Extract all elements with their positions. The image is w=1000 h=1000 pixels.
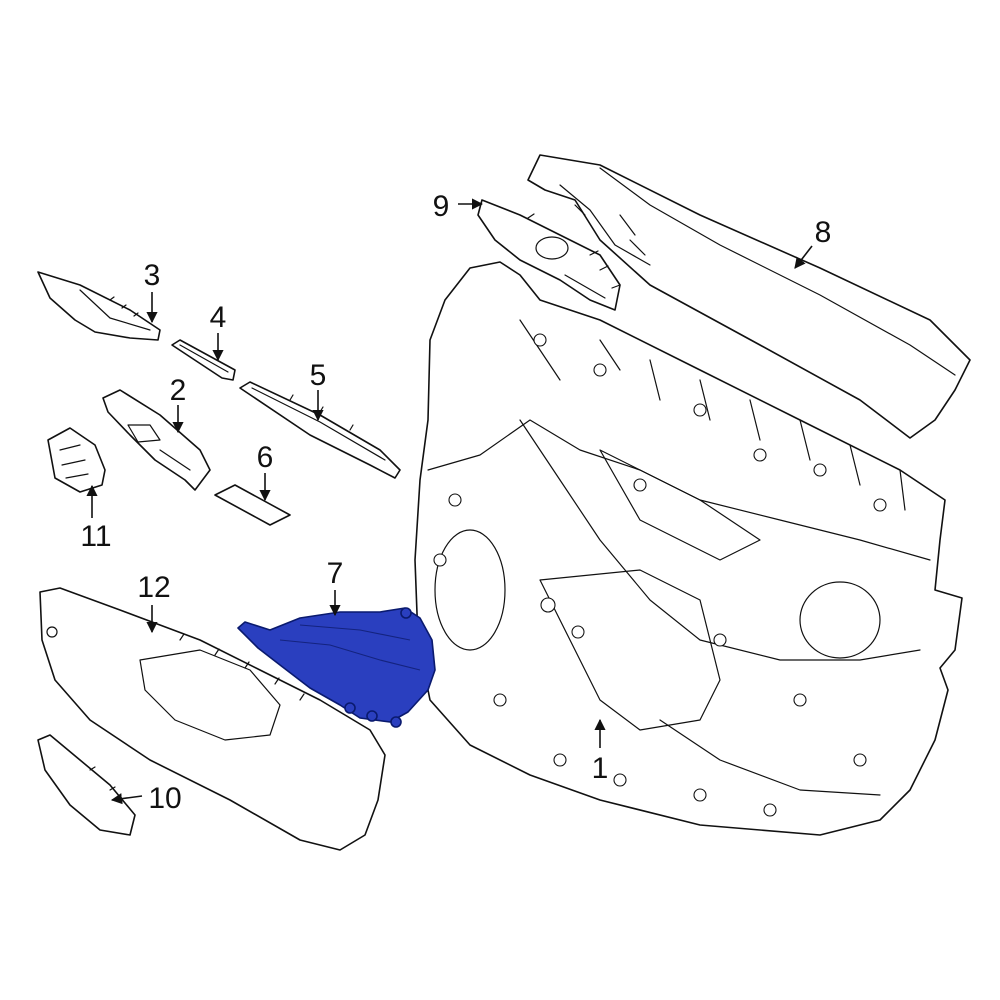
part-12-lower-trim-panel[interactable] — [39, 587, 386, 851]
callout-9: 9 — [433, 190, 450, 223]
callout-1: 1 — [592, 752, 609, 785]
leader-lines — [86, 198, 813, 805]
callout-6: 6 — [257, 441, 274, 474]
part-4-small-strip[interactable] — [171, 339, 236, 381]
part-2-switch-panel[interactable] — [102, 389, 211, 491]
callout-labels: 1 2 3 4 5 6 7 8 9 10 11 12 — [80, 190, 831, 815]
leader-10 — [110, 793, 143, 805]
callout-7: 7 — [327, 557, 344, 590]
callout-10: 10 — [148, 782, 181, 815]
part-9-speaker-bezel[interactable] — [477, 199, 621, 311]
part-8-upper-trim[interactable] — [527, 154, 971, 439]
part-3-switch-bezel[interactable] — [37, 271, 161, 341]
callout-11: 11 — [80, 520, 111, 553]
callout-5: 5 — [310, 359, 327, 392]
leader-8 — [794, 245, 813, 269]
part-10-armrest-pad[interactable] — [37, 734, 136, 836]
callout-3: 3 — [144, 259, 161, 292]
part-11-switch[interactable] — [47, 427, 106, 493]
callout-12: 12 — [137, 571, 170, 604]
callout-8: 8 — [815, 216, 832, 249]
part-7-map-pocket-highlighted[interactable] — [237, 607, 436, 728]
callout-4: 4 — [210, 301, 227, 334]
part-1-door-inner-panel[interactable] — [414, 261, 963, 836]
callout-2: 2 — [170, 374, 187, 407]
part-6-flat-pad[interactable] — [214, 484, 291, 526]
part-5-long-trim-strip[interactable] — [239, 381, 401, 479]
